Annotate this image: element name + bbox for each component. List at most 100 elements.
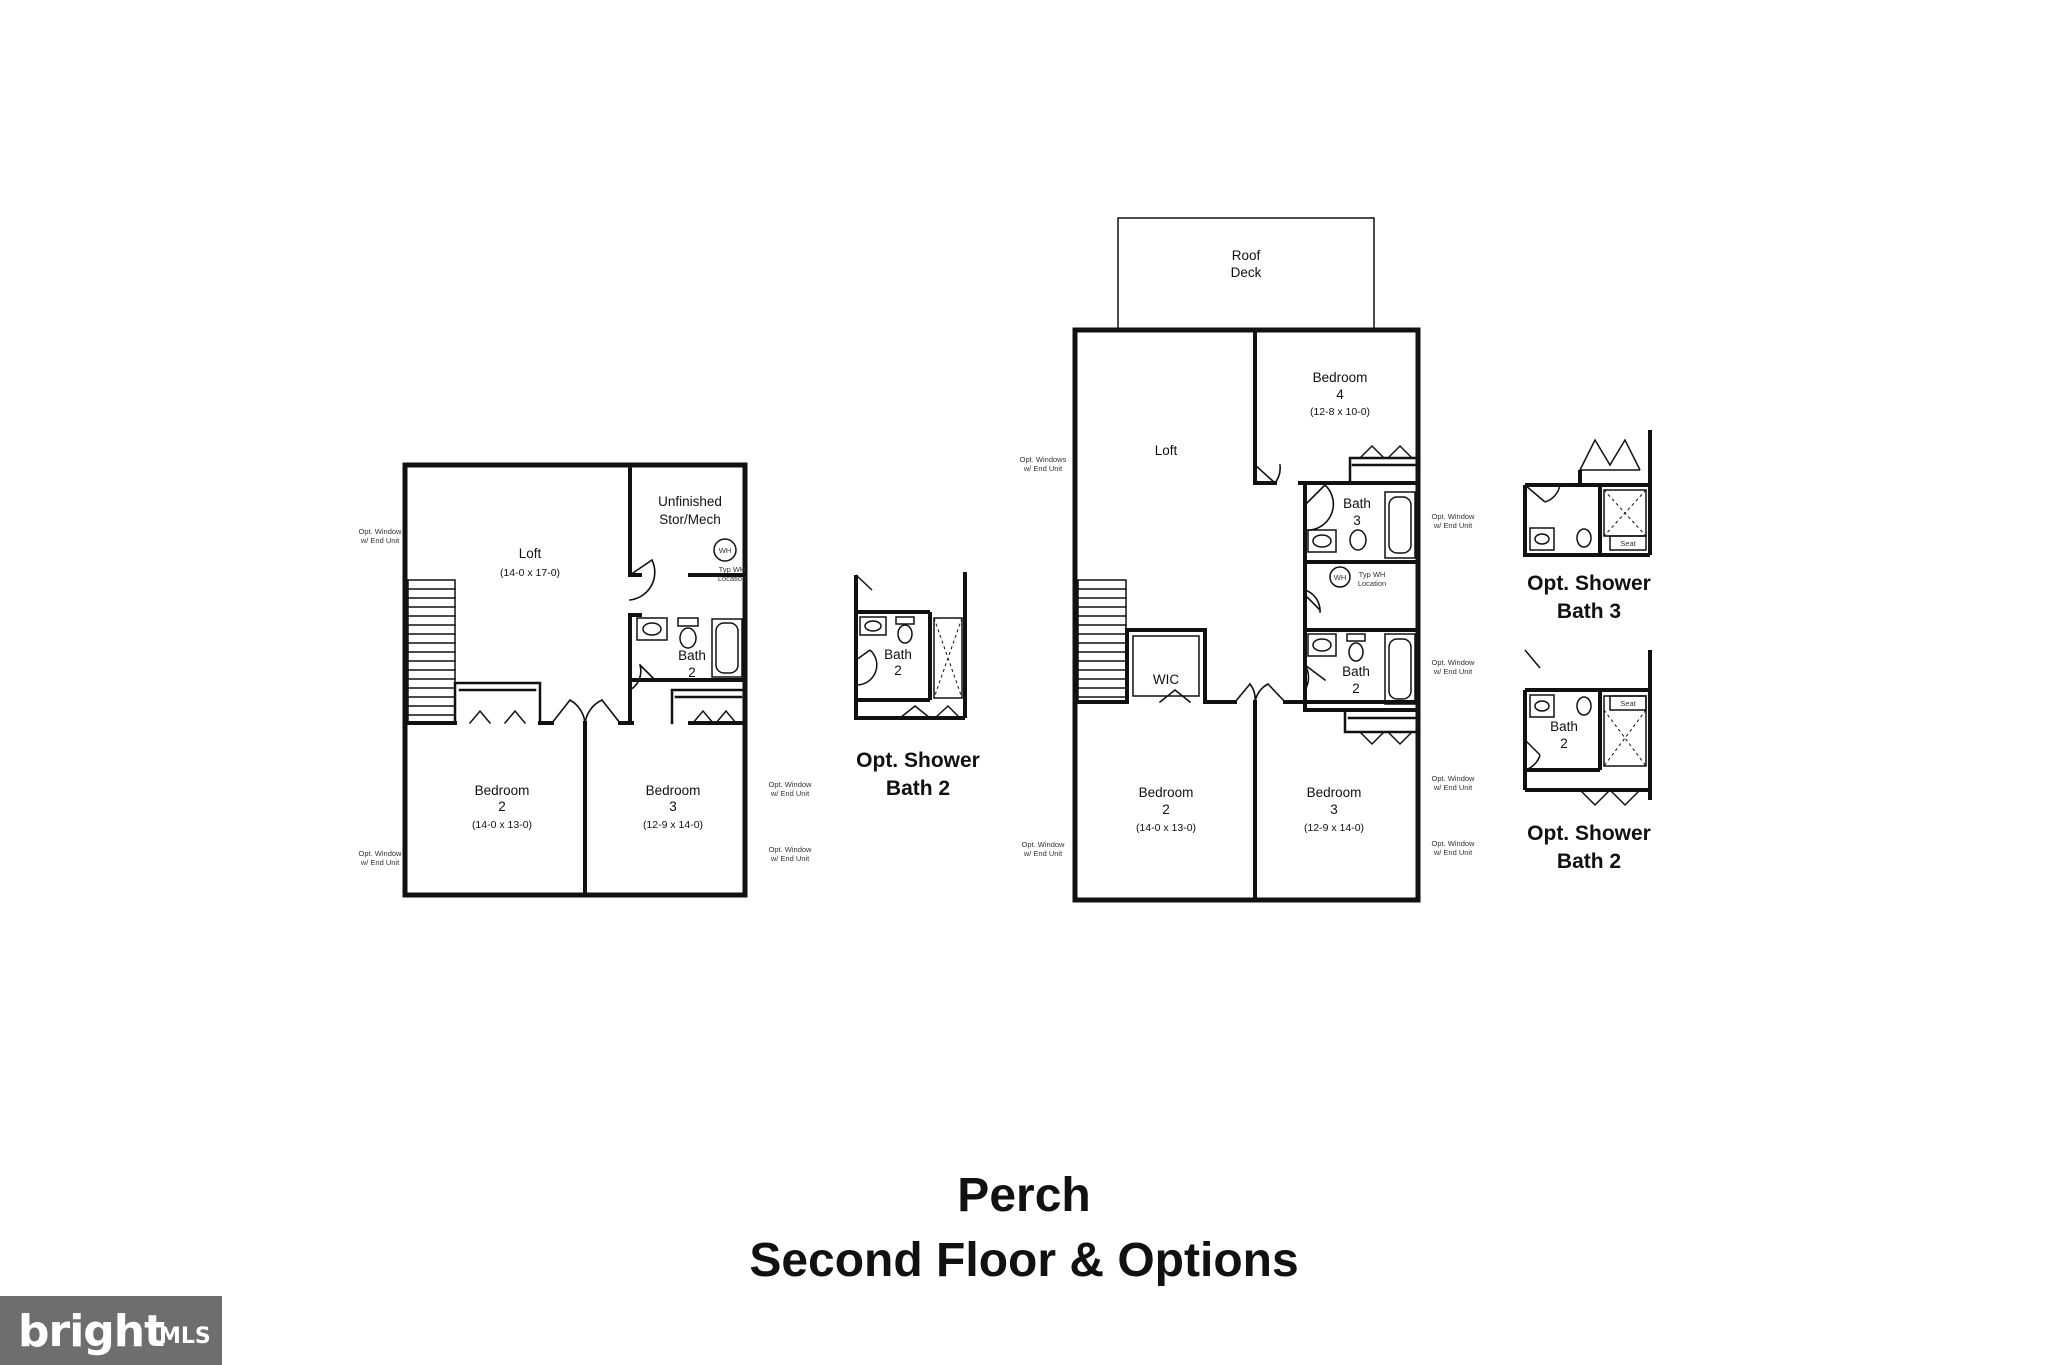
plan-b-bath2-label-2: 2 [1352, 681, 1360, 696]
plan-a-note-right-top-2: w/ End Unit [770, 789, 810, 798]
plan-b-bath3-fixtures [1307, 491, 1416, 559]
plan-b-loft-label: Loft [1155, 443, 1178, 458]
plan-a-bedroom3-label-2: 3 [669, 799, 677, 814]
plan-a-labels: Loft (14-0 x 17-0) Unfinished Stor/Mech … [359, 494, 813, 867]
page-subtitle: Second Floor & Options [749, 1234, 1299, 1287]
plan-b-bedroom3-dims: (12-9 x 14-0) [1304, 822, 1364, 834]
plan-a-wh-note-2: Location [718, 574, 746, 583]
plan-b [1072, 217, 1421, 903]
plan-a-storage-label-1: Unfinished [658, 494, 722, 509]
option-a-labels: Bath 2 Opt. Shower Bath 2 [856, 647, 980, 800]
plan-b-note-right-2-1: Opt. Window [1432, 658, 1476, 667]
plan-a-bath-label-2: 2 [688, 665, 696, 680]
logo-text: bright [18, 1306, 165, 1357]
page-title: Perch [957, 1169, 1091, 1222]
option-a-bath-detail [854, 572, 967, 720]
plan-a-note-left-top-1: Opt. Window [359, 527, 403, 536]
option-b3-caption-1: Opt. Shower [1527, 572, 1651, 595]
plan-b-note-right-3-2: w/ End Unit [1433, 783, 1473, 792]
plan-b-wic-label: WIC [1153, 672, 1179, 687]
option-a-caption-2: Bath 2 [886, 777, 950, 800]
plan-a-note-left-bottom-2: w/ End Unit [360, 858, 400, 867]
plan-b-wh-note-1: Typ WH [1359, 570, 1386, 579]
plan-b-note-left-top-1: Opt. Windows [1020, 455, 1067, 464]
plan-b-note-right-4-2: w/ End Unit [1433, 848, 1473, 857]
plan-b-note-right-2-2: w/ End Unit [1433, 667, 1473, 676]
plan-b-bedroom2-label-2: 2 [1162, 802, 1170, 817]
option-b2-caption-1: Opt. Shower [1527, 822, 1651, 845]
plan-b-roof-deck-label-1: Roof [1232, 248, 1261, 263]
option-b3-bath-detail [1523, 430, 1652, 557]
plan-a-bedroom2-label-1: Bedroom [475, 783, 530, 798]
plan-b-labels: Roof Deck Loft Bedroom 4 (12-8 x 10-0) B… [1020, 248, 1475, 858]
plan-a-closet-doors [468, 709, 738, 725]
option-b2-seat-label: Seat [1620, 699, 1636, 708]
plan-b-outer-wall [1072, 327, 1421, 903]
plan-b-bedroom3-label-2: 3 [1330, 802, 1338, 817]
plan-a-note-right-bottom-1: Opt. Window [769, 845, 813, 854]
plan-b-note-right-1-1: Opt. Window [1432, 512, 1476, 521]
plan-b-bath3-label-2: 3 [1353, 513, 1361, 528]
bright-mls-logo: bright MLS [0, 1296, 222, 1365]
plan-a-closets [453, 681, 747, 725]
plan-a-bedroom3-dims: (12-9 x 14-0) [643, 819, 703, 831]
plan-b-note-right-3-1: Opt. Window [1432, 774, 1476, 783]
option-b2-caption-2: Bath 2 [1557, 850, 1621, 873]
option-a-bath-label-2: 2 [894, 663, 902, 678]
plan-a-loft-label: Loft [519, 546, 542, 561]
plan-a-bath-fixtures [636, 617, 743, 678]
plan-a-stairs [407, 579, 456, 724]
plan-b-note-right-4-1: Opt. Window [1432, 839, 1476, 848]
plan-b-closets [1343, 456, 1420, 734]
plan-b-bedroom4-label-1: Bedroom [1313, 370, 1368, 385]
plan-b-bedroom2-dims: (14-0 x 13-0) [1136, 822, 1196, 834]
option-b3-caption-2: Bath 3 [1557, 600, 1621, 623]
plan-a-storage-label-2: Stor/Mech [659, 512, 721, 527]
option-b2-bath-label-1: Bath [1550, 719, 1578, 734]
option-a-bath-label-1: Bath [884, 647, 912, 662]
plan-a-bedroom2-dims: (14-0 x 13-0) [472, 819, 532, 831]
option-b2-labels: Seat Bath 2 Opt. Shower Bath 2 [1527, 699, 1651, 873]
plan-b-bedroom3-label-1: Bedroom [1307, 785, 1362, 800]
logo-suffix: MLS [159, 1324, 211, 1349]
option-b3-seat-label: Seat [1620, 539, 1636, 548]
plan-b-stairs [1077, 579, 1127, 703]
plan-a-loft-dims: (14-0 x 17-0) [500, 567, 560, 579]
plan-a-note-right-bottom-2: w/ End Unit [770, 854, 810, 863]
plan-a-note-left-top-2: w/ End Unit [360, 536, 400, 545]
plan-a-window-marks [403, 463, 747, 862]
plan-b-wic-inner [1132, 635, 1200, 697]
plan-b-note-left-top-2: w/ End Unit [1023, 464, 1063, 473]
plan-b-door-swings [1158, 463, 1335, 704]
plan-b-wh-symbol: WH [1334, 573, 1347, 582]
plan-a-wh-symbol: WH [719, 546, 732, 555]
plan-b-bedroom4-dims: (12-8 x 10-0) [1310, 406, 1370, 418]
plan-a-bedroom2-label-2: 2 [498, 799, 506, 814]
plan-b-window-marks [1073, 328, 1420, 872]
plan-b-note-right-1-2: w/ End Unit [1433, 521, 1473, 530]
plan-a-note-right-top-1: Opt. Window [769, 780, 813, 789]
plan-a-note-left-bottom-1: Opt. Window [359, 849, 403, 858]
plan-a-wh-note-1: Typ WH [719, 565, 746, 574]
option-b2-bath-detail [1523, 649, 1652, 807]
plan-a-water-heater [713, 538, 737, 562]
plan-a [402, 462, 748, 898]
plan-b-closet-doors [1358, 444, 1414, 746]
option-a-caption-1: Opt. Shower [856, 749, 980, 772]
plan-a-bath-label-1: Bath [678, 648, 706, 663]
plan-b-wh-note-2: Location [1358, 579, 1386, 588]
plan-a-door-swings [550, 558, 657, 725]
plan-b-note-left-bottom-1: Opt. Window [1022, 840, 1066, 849]
option-b2-bath-label-2: 2 [1560, 736, 1568, 751]
plan-b-bedroom2-label-1: Bedroom [1139, 785, 1194, 800]
plan-a-bedroom3-label-1: Bedroom [646, 783, 701, 798]
plan-b-bath2-fixtures [1307, 633, 1416, 705]
plan-b-bedroom4-label-2: 4 [1336, 387, 1344, 402]
plan-b-roof-deck-label-2: Deck [1231, 265, 1262, 280]
plan-b-note-left-bottom-2: w/ End Unit [1023, 849, 1063, 858]
option-b3-labels: Seat Opt. Shower Bath 3 [1527, 539, 1651, 623]
plan-b-water-heater [1329, 566, 1351, 588]
plan-b-bath3-label-1: Bath [1343, 496, 1371, 511]
plan-b-bath2-label-1: Bath [1342, 664, 1370, 679]
